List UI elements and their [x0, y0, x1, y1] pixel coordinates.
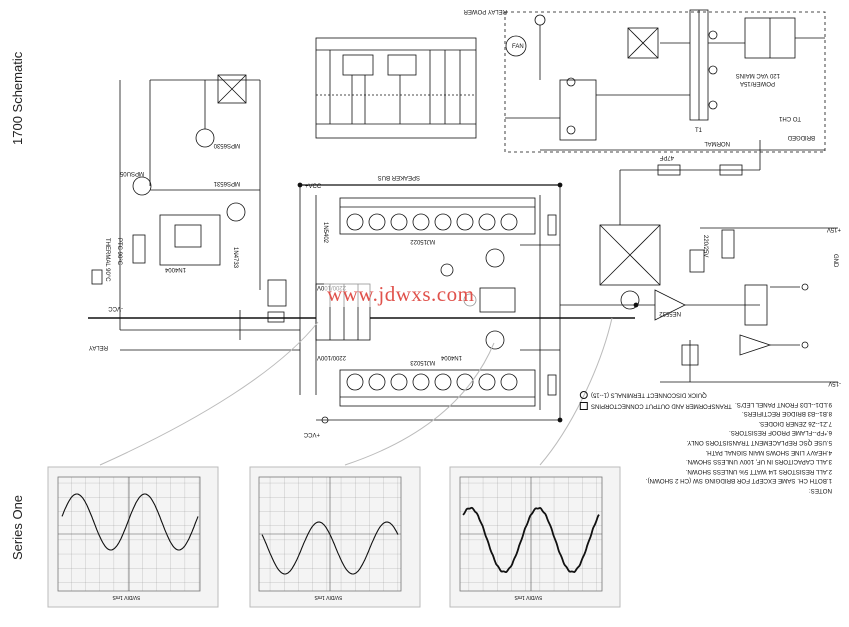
plus-vcc-bottom-label: +VCC: [303, 431, 320, 437]
relay-label: RELAY: [89, 344, 108, 350]
transistor-label-3: MPS6530: [213, 142, 240, 148]
note-line-3: 3.ALL CAPACITORS IN UF, 100V UNLESS SHOW…: [685, 458, 832, 466]
normal-label: NORMAL: [704, 140, 730, 146]
cap-label-2: 2200/100V: [317, 354, 346, 360]
cap-label-4: 47PF: [659, 154, 674, 160]
transistor-label-1: MJ15022: [410, 238, 435, 244]
protection-circuit: [560, 140, 838, 383]
speaker-bus-label: SPEAKER BUS: [378, 174, 420, 180]
thermal-label: THERMAL 90°C: [104, 238, 110, 282]
ic-label: NE5532: [659, 310, 681, 316]
minus-15v-label: -15V: [828, 380, 841, 386]
legend-quick-disconnect: QUICK DISCONNECT TERMINALS (1--15): [580, 391, 707, 399]
driver-stage: [440, 185, 561, 420]
plus-15v-label: +15V: [827, 226, 841, 232]
speaker-connector-block: [315, 37, 477, 139]
note-line-4: 4.HEAVY LINE SHOWS MAIN SIGNAL PATH.: [705, 448, 832, 456]
transistor-label-2: MJ15023: [410, 359, 435, 365]
fuse-label: POWER/15A: [740, 80, 775, 86]
transformer-label: T1: [695, 128, 703, 134]
watermark: www.jdwxs.com: [324, 282, 478, 307]
diode-label-1: 1N4004: [164, 266, 186, 272]
note-line-6: 6.*FP--FLAME PROOF RESISTORS.: [728, 429, 832, 437]
legend-transformer-pins: TRANSFORMER AND OUTPUT CONNECTORPINS: [580, 402, 732, 410]
circle-symbol-icon: [580, 391, 588, 399]
output-bank-bottom: [316, 369, 560, 421]
to-ch1-label: TO CH1: [778, 115, 801, 121]
power-supply: [504, 9, 826, 153]
plus-vcc-top-label: +VCC: [305, 184, 322, 190]
scope-middle-caption: 5V/DIV 1mS: [314, 594, 342, 600]
transistor-label-4: MPS6531: [213, 180, 240, 186]
bias-circuit: [88, 74, 300, 351]
legend-transformer-pins-text: TRANSFORMER AND OUTPUT CONNECTORPINS: [591, 402, 732, 409]
cap-label-3: 220/25V: [702, 235, 708, 257]
minus-vcc-label: -VCC: [108, 305, 123, 311]
mains-label: 120 VAC MAINS: [736, 72, 780, 78]
ptc-label: PTC 90°C: [116, 238, 122, 266]
scope-left-trace: [61, 493, 199, 551]
note-line-2: 2.ALL RESISTORS 1/4 WATT 5% UNLESS SHOWN…: [685, 467, 832, 475]
notes-block: NOTES: 1.BOTH CH. SAME EXCEPT FOR BRIDGI…: [602, 399, 832, 495]
square-symbol-icon: [580, 402, 588, 410]
notes-heading: NOTES:: [808, 486, 832, 494]
note-line-7: 7.Z1--Z6 ZENER DIODES.: [758, 419, 832, 427]
diode-label-4: 1N5402: [322, 222, 328, 244]
scope-right-trace: [462, 506, 600, 574]
legend-quick-disconnect-text: QUICK DISCONNECT TERMINALS (1--15): [591, 391, 707, 398]
scope-right: 5V/DIV 1mS: [449, 466, 621, 608]
diode-label-2: 1N4004: [440, 354, 462, 360]
note-line-5: 5.USE QSC REPLACEMENT TRANSISTORS ONLY.: [686, 438, 832, 446]
bridged-label: BRIDGED: [787, 134, 815, 140]
fan-label: FAN: [512, 44, 524, 50]
scope-middle-trace: [261, 521, 399, 575]
gnd-label: GND: [832, 254, 838, 268]
transistor-label-5: MPSU05: [119, 170, 144, 176]
note-line-1: 1.BOTH CH. SAME EXCEPT FOR BRIDGING SW (…: [645, 477, 832, 485]
note-line-8: 8.B1--B3 BRIDGE RECTIFIERS.: [741, 410, 832, 418]
scope-left: 5V/DIV 1mS: [47, 466, 219, 608]
relay-power-label: RELAY POWER: [463, 8, 507, 14]
scope-right-caption: 5V/DIV 1mS: [514, 594, 542, 600]
scope-left-caption: 5V/DIV 1mS: [112, 594, 140, 600]
scope-middle: 5V/DIV 1mS: [249, 466, 421, 608]
diode-label-3: 1N4733: [232, 247, 238, 269]
